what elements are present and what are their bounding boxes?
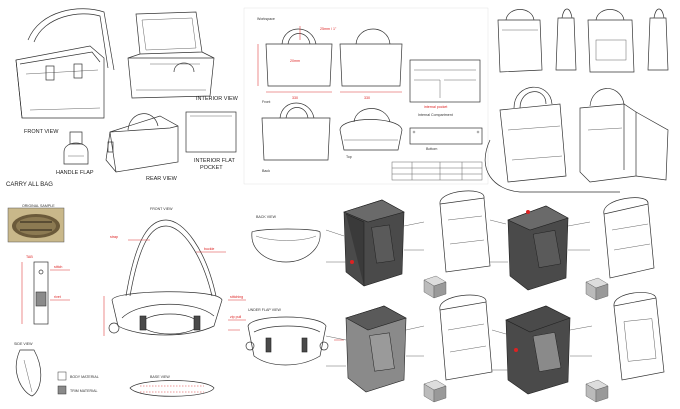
original-sample-photo: ORIGINAL SAMPLE bbox=[7, 204, 65, 243]
tab-strap-detail: TAB stitch rivet bbox=[21, 255, 70, 325]
svg-text:stitching: stitching bbox=[230, 295, 243, 299]
rear-view-label: REAR VIEW bbox=[146, 176, 178, 182]
thumb-side bbox=[555, 8, 577, 71]
interior-view-bag-sketch bbox=[127, 11, 215, 99]
front-bag-drawing: 25mm / 1" 20mm 330 bbox=[257, 26, 337, 100]
front-label: Front bbox=[262, 100, 270, 104]
crossbody-base-view: BASE VIEW bbox=[129, 375, 215, 397]
under-flap-view-label: UNDER FLAP VIEW bbox=[248, 308, 281, 312]
bottom-panel-drawing bbox=[409, 127, 483, 145]
large-bag-side-sketch bbox=[579, 88, 669, 183]
tech-pack-title-block bbox=[391, 161, 483, 181]
pannier-line-open-2 bbox=[603, 197, 655, 279]
rear-view-bag-sketch bbox=[105, 113, 179, 173]
body-material-label: BODY MATERIAL bbox=[70, 375, 99, 379]
base-view-label: BASE VIEW bbox=[150, 375, 170, 379]
front-view-label: FRONT VIEW bbox=[24, 129, 59, 135]
internal-compartment-drawing: internal pocket bbox=[409, 59, 481, 109]
render-callout-lines bbox=[325, 219, 593, 371]
panel-workspace-tech-pack: Workspace 25mm / 1" 20mm 330 Front 330 i… bbox=[243, 7, 489, 185]
handle-flap-label: HANDLE FLAP bbox=[56, 170, 94, 176]
interior-flat-pocket-label: INTERIOR FLAT POCKET bbox=[194, 158, 236, 171]
svg-text:330: 330 bbox=[292, 96, 298, 100]
panel-cross-body-tech-pack: ORIGINAL SAMPLE TAB stitch rivet SIDE VI… bbox=[7, 204, 344, 397]
crossbody-front-view: FRONT VIEW stitching zip pull strap buck… bbox=[103, 207, 246, 336]
svg-text:20mm: 20mm bbox=[290, 59, 300, 63]
svg-text:25mm / 1": 25mm / 1" bbox=[320, 27, 337, 31]
pannier-render-1 bbox=[343, 199, 405, 287]
interior-view-label: INTERIOR VIEW bbox=[196, 96, 239, 102]
top-bag-drawing bbox=[339, 108, 403, 151]
panel-carry-all-bag: FRONT VIEW INTERIOR VIEW HANDLE FLAP REA… bbox=[6, 8, 239, 188]
interior-flat-pocket-line-2: POCKET bbox=[200, 165, 223, 171]
top-label: Top bbox=[346, 155, 352, 159]
trim-material-label: TRIM MATERIAL bbox=[70, 389, 98, 393]
body-material-swatch bbox=[57, 371, 67, 381]
side-view-label: SIDE VIEW bbox=[14, 342, 33, 346]
svg-text:stitch: stitch bbox=[54, 265, 62, 269]
thumb-back bbox=[587, 9, 635, 73]
interior-flat-pocket-sketch bbox=[185, 111, 237, 153]
internal-compartment-label: Internal Compartment bbox=[418, 113, 453, 117]
tab-label: TAB bbox=[26, 255, 33, 259]
pannier-render-4 bbox=[505, 305, 571, 395]
svg-text:zip pull: zip pull bbox=[230, 315, 241, 319]
large-bag-front-sketch bbox=[484, 86, 620, 193]
material-legend: BODY MATERIAL TRIM MATERIAL bbox=[57, 371, 99, 395]
crossbody-back-view: BACK VIEW bbox=[251, 215, 321, 263]
front-view-bag-sketch bbox=[15, 8, 115, 119]
interior-flat-pocket-line-1: INTERIOR FLAT bbox=[194, 158, 235, 164]
handle-flap-sketch bbox=[63, 131, 89, 165]
bottom-label: Bottom bbox=[426, 147, 437, 151]
original-sample-label: ORIGINAL SAMPLE bbox=[22, 204, 55, 208]
front-view-label-d: FRONT VIEW bbox=[150, 207, 173, 211]
back-label: Back bbox=[262, 169, 270, 173]
back-view-label: BACK VIEW bbox=[256, 215, 277, 219]
trim-material-swatch bbox=[57, 385, 67, 395]
back-bag-drawing bbox=[261, 102, 331, 161]
svg-text:330: 330 bbox=[364, 96, 370, 100]
svg-text:rivet: rivet bbox=[54, 295, 61, 299]
thumb-front bbox=[497, 9, 543, 73]
panel-pannier-renders bbox=[325, 190, 665, 403]
pannier-render-3 bbox=[345, 305, 407, 393]
svg-text:strap: strap bbox=[110, 235, 118, 239]
workspace-label: Workspace bbox=[257, 17, 275, 21]
panel-line-drawings-top-right bbox=[484, 8, 669, 193]
pannier-render-2 bbox=[507, 205, 569, 291]
crossbody-under-flap-view: UNDER FLAP VIEW bbox=[228, 308, 344, 366]
svg-text:internal pocket: internal pocket bbox=[424, 105, 447, 109]
side-view-sketch bbox=[15, 349, 42, 397]
pannier-line-open-3 bbox=[439, 294, 493, 381]
back-bag-outline: 330 bbox=[339, 28, 403, 100]
pannier-line-open-1 bbox=[439, 190, 491, 273]
carry-all-bag-title: CARRY ALL BAG bbox=[6, 182, 53, 188]
thumb-side-2 bbox=[647, 8, 669, 71]
pannier-line-closed-4 bbox=[613, 292, 665, 381]
tech-pack-frame bbox=[243, 7, 489, 185]
svg-text:buckle: buckle bbox=[204, 247, 214, 251]
bag-row-thumbnails bbox=[497, 8, 669, 73]
cube-icons bbox=[423, 275, 609, 403]
